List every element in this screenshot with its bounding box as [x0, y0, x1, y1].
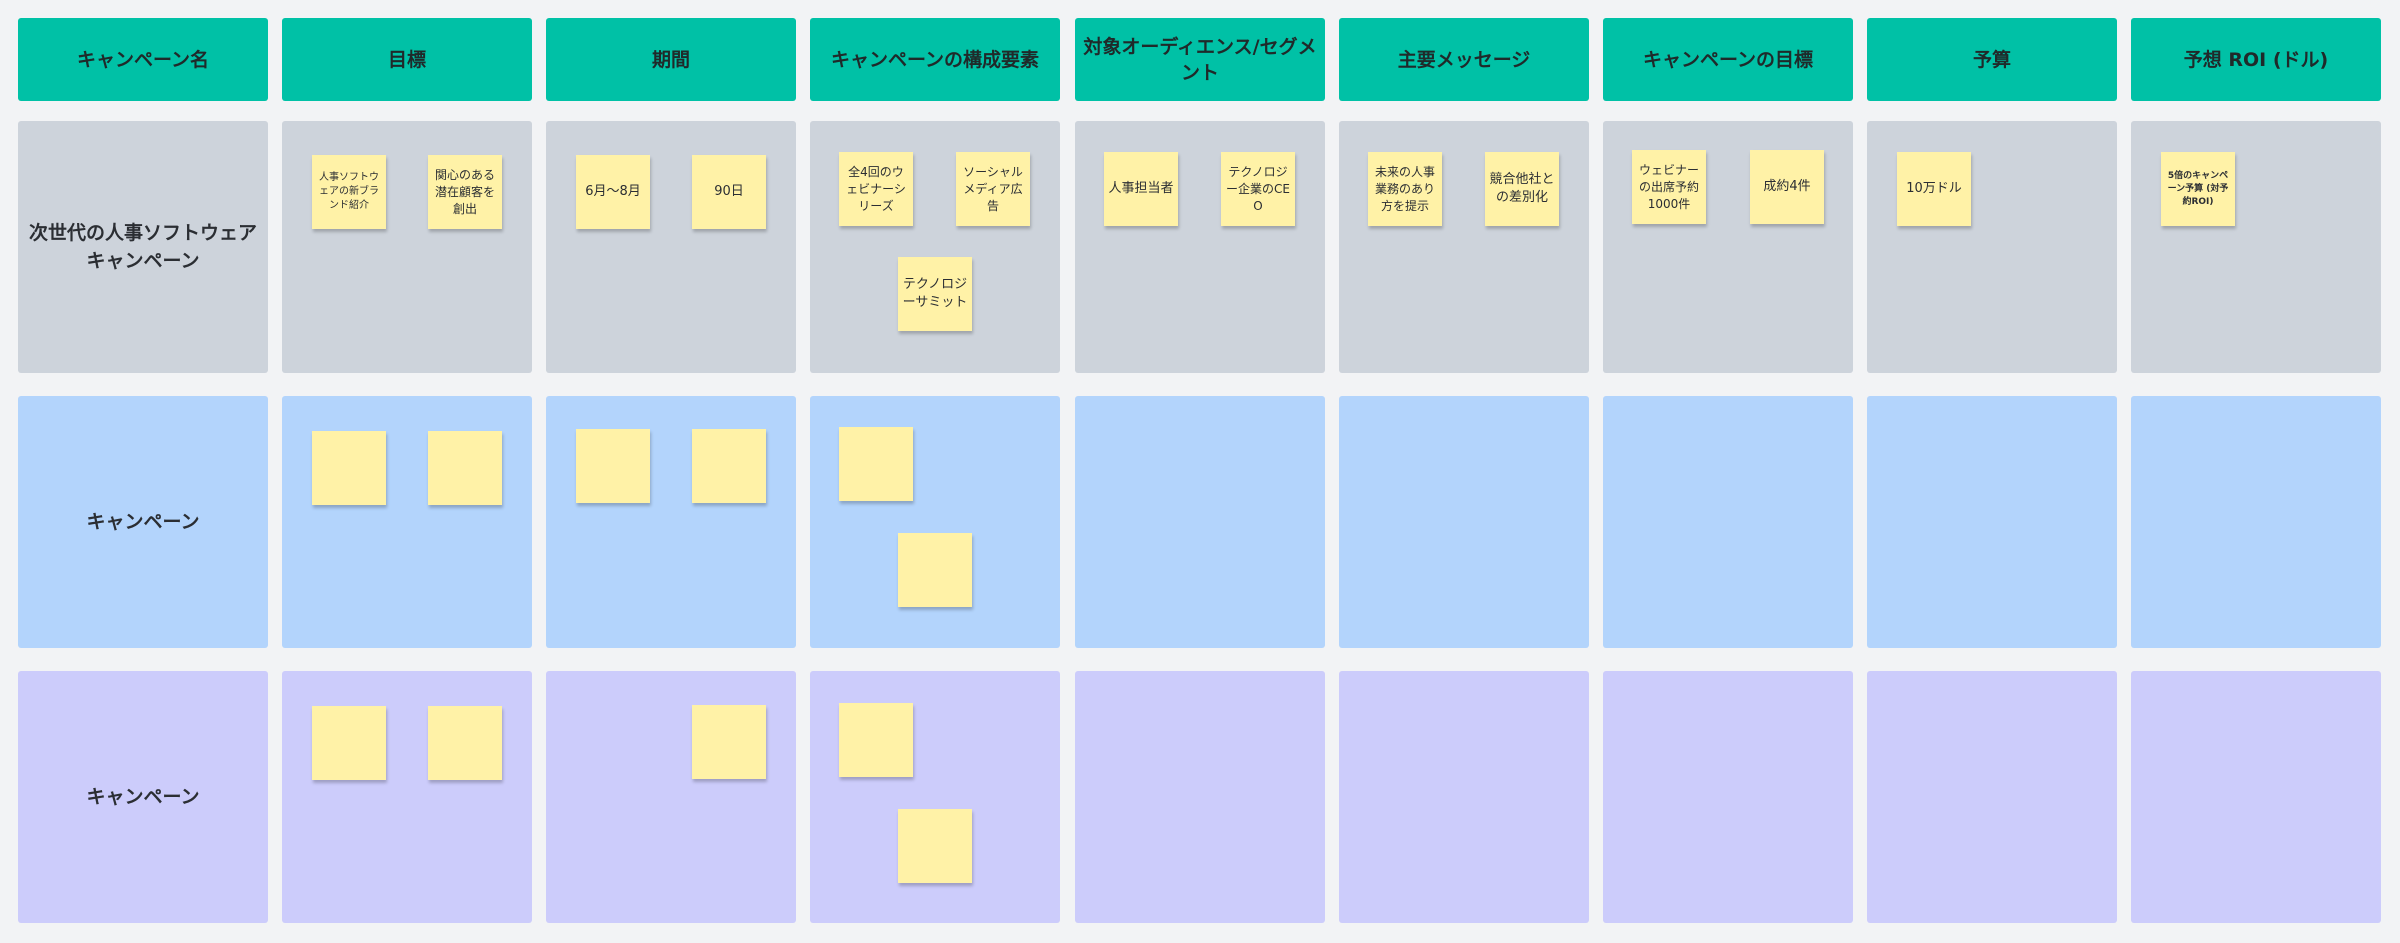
sticky-note[interactable] — [692, 429, 766, 503]
header-audience: 対象オーディエンス/セグメント — [1075, 18, 1325, 101]
sticky-note[interactable] — [428, 431, 502, 505]
sticky-note[interactable] — [839, 427, 913, 501]
sticky-note[interactable]: 90日 — [692, 155, 766, 229]
sticky-note[interactable]: 未来の人事業務のあり方を提示 — [1368, 152, 1442, 226]
sticky-note[interactable] — [312, 706, 386, 780]
sticky-note[interactable]: 全4回のウェビナーシリーズ — [839, 152, 913, 226]
sticky-note[interactable]: 10万ドル — [1897, 152, 1971, 226]
sticky-note[interactable]: テクノロジー企業のCEO — [1221, 152, 1295, 226]
sticky-note[interactable]: 競合他社との差別化 — [1485, 152, 1559, 226]
cell-expected-roi[interactable] — [2131, 396, 2381, 648]
row-label[interactable]: キャンペーン — [18, 671, 268, 923]
sticky-note[interactable] — [428, 706, 502, 780]
sticky-note[interactable]: ウェビナーの出席予約1000件 — [1632, 150, 1706, 224]
sticky-note[interactable]: 成約4件 — [1750, 150, 1824, 224]
sticky-note[interactable] — [576, 429, 650, 503]
sticky-note[interactable]: 関心のある潜在顧客を創出 — [428, 155, 502, 229]
cell-expected-roi[interactable] — [2131, 671, 2381, 923]
sticky-note[interactable]: 5倍のキャンペーン予算 (対予約ROI) — [2161, 152, 2235, 226]
row-label[interactable]: キャンペーン — [18, 396, 268, 648]
cell-budget[interactable] — [1867, 671, 2117, 923]
sticky-note[interactable] — [312, 431, 386, 505]
header-key-messages: 主要メッセージ — [1339, 18, 1589, 101]
sticky-note[interactable]: 6月～8月 — [576, 155, 650, 229]
cell-campaign-goals[interactable] — [1603, 396, 1853, 648]
sticky-note[interactable] — [692, 705, 766, 779]
header-budget: 予算 — [1867, 18, 2117, 101]
cell-budget[interactable] — [1867, 396, 2117, 648]
header-goals: 目標 — [282, 18, 532, 101]
header-campaign-name: キャンペーン名 — [18, 18, 268, 101]
sticky-note[interactable]: 人事ソフトウェアの新ブランド紹介 — [312, 155, 386, 229]
header-components: キャンペーンの構成要素 — [810, 18, 1060, 101]
cell-key-messages[interactable] — [1339, 396, 1589, 648]
sticky-note[interactable]: ソーシャルメディア広告 — [956, 152, 1030, 226]
header-period: 期間 — [546, 18, 796, 101]
cell-audience[interactable] — [1075, 671, 1325, 923]
sticky-note[interactable] — [898, 533, 972, 607]
cell-audience[interactable] — [1075, 396, 1325, 648]
header-campaign-goals: キャンペーンの目標 — [1603, 18, 1853, 101]
cell-campaign-goals[interactable] — [1603, 671, 1853, 923]
sticky-note[interactable] — [898, 809, 972, 883]
row-label[interactable]: 次世代の人事ソフトウェアキャンペーン — [18, 121, 268, 373]
header-expected-roi: 予想 ROI (ドル) — [2131, 18, 2381, 101]
sticky-note[interactable] — [839, 703, 913, 777]
cell-key-messages[interactable] — [1339, 671, 1589, 923]
sticky-note[interactable]: 人事担当者 — [1104, 152, 1178, 226]
sticky-note[interactable]: テクノロジーサミット — [898, 257, 972, 331]
